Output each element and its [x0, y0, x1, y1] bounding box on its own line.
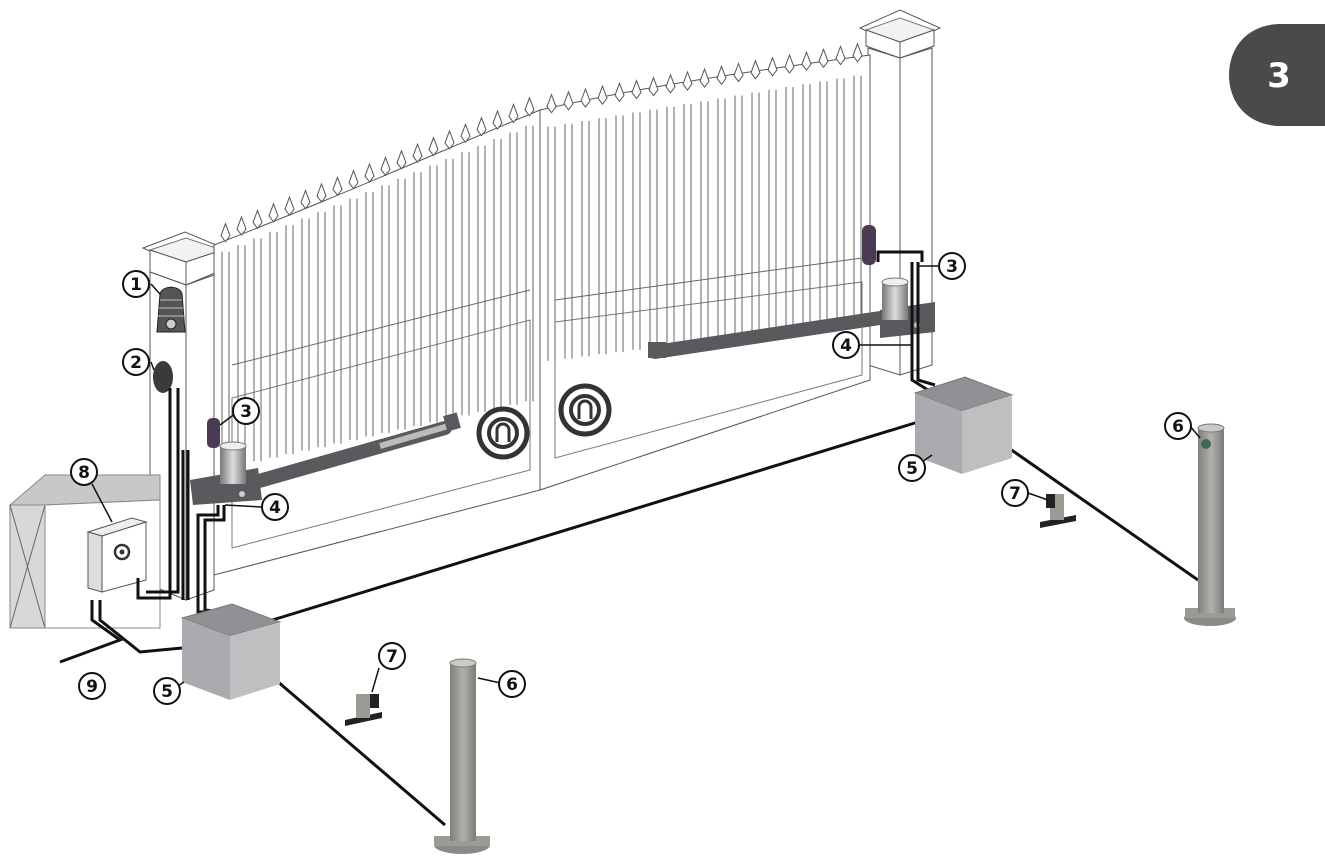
callout-photocell-right: 3	[938, 252, 966, 280]
gate-logo-right	[558, 383, 612, 437]
callout-circle	[938, 252, 966, 280]
callout-column-right: 6	[1164, 412, 1192, 440]
gate-stop-front	[345, 694, 382, 726]
callout-circle	[261, 493, 289, 521]
callout-label: 7	[386, 647, 398, 667]
callout-photocell-left: 3	[232, 397, 260, 425]
flashing-light	[156, 286, 186, 333]
callout-circle	[898, 454, 926, 482]
key-selector	[153, 361, 173, 393]
callout-motor-right: 4	[832, 331, 860, 359]
callout-circle	[832, 331, 860, 359]
callout-circle	[78, 672, 106, 700]
callout-label: 3	[240, 402, 252, 422]
callout-label: 7	[1009, 484, 1021, 504]
column-front	[434, 658, 490, 854]
callout-label: 9	[86, 677, 98, 697]
callout-column-front: 6	[498, 670, 526, 698]
gate-stop-right	[1040, 494, 1076, 528]
control-unit	[86, 517, 148, 593]
gate	[213, 42, 871, 576]
page-badge: 3	[1229, 24, 1325, 126]
callout-circle	[498, 670, 526, 698]
photocell-right	[862, 225, 876, 265]
callout-circle	[122, 348, 150, 376]
callout-motor-left: 4	[261, 493, 289, 521]
callout-key-selector: 2	[122, 348, 150, 376]
callout-circle	[70, 458, 98, 486]
callout-label: 3	[946, 257, 958, 277]
callout-circle	[122, 270, 150, 298]
callout-junction-box-left: 5	[153, 677, 181, 705]
gate-logo-left	[476, 406, 530, 460]
callout-circle	[232, 397, 260, 425]
column-right	[1184, 423, 1236, 626]
callout-circle	[1164, 412, 1192, 440]
junction-box-left	[180, 603, 282, 700]
callout-circle	[153, 677, 181, 705]
callout-label: 5	[906, 459, 918, 479]
motor-right	[648, 277, 935, 359]
motor-left	[190, 412, 461, 505]
photocell-left	[207, 418, 220, 448]
callout-circle	[378, 642, 406, 670]
callout-power-supply-cable: 9	[78, 672, 106, 700]
callout-junction-box-right: 5	[898, 454, 926, 482]
callout-label: 8	[78, 463, 90, 483]
cables	[59, 250, 1199, 827]
callout-flashing-light: 1	[122, 270, 150, 298]
callout-label: 5	[161, 682, 173, 702]
callout-label: 6	[1172, 417, 1184, 437]
callout-label: 1	[130, 275, 142, 295]
callout-control-unit: 8	[70, 458, 98, 486]
callout-label: 6	[506, 675, 518, 695]
callout-label: 4	[269, 498, 281, 518]
callout-gate-stop-right: 7	[1001, 479, 1029, 507]
callout-gate-stop-front: 7	[378, 642, 406, 670]
callout-markers: 1 2 3 3 4 4 5 5 6 6 7 7 8 9	[70, 252, 1192, 705]
callout-label: 4	[840, 336, 852, 356]
page-badge-label: 3	[1267, 56, 1291, 96]
callout-label: 2	[130, 353, 142, 373]
junction-box-right	[913, 376, 1014, 474]
callout-circle	[1001, 479, 1029, 507]
